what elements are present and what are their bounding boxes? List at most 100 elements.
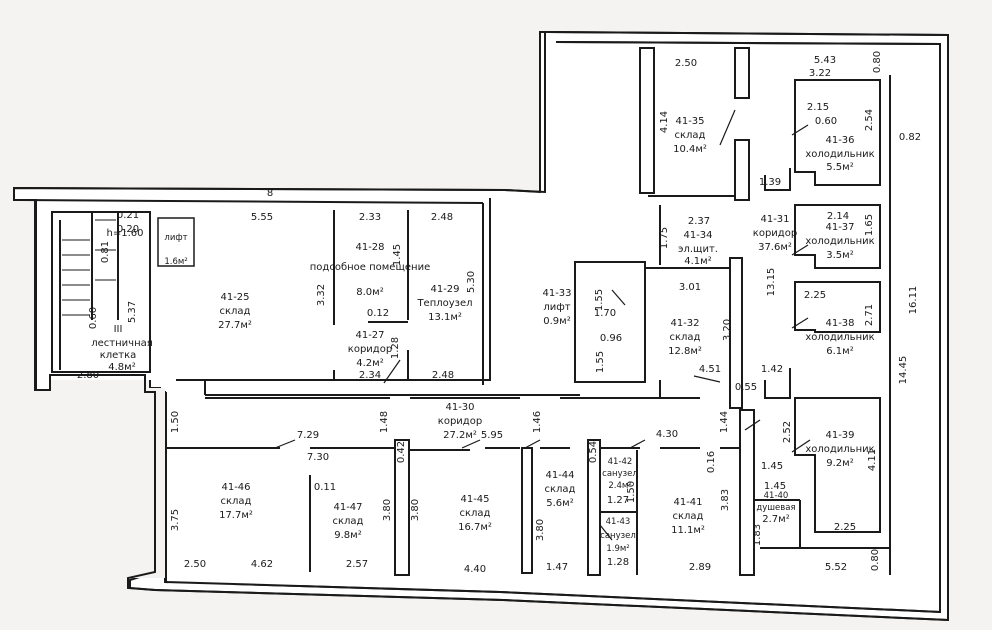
room-41-27-name: коридор xyxy=(348,344,392,355)
dim: 1.50 xyxy=(170,411,181,433)
room-41-40-id: 41-40 xyxy=(764,491,789,501)
room-41-41-area: 11.1м² xyxy=(671,525,705,536)
room-41-38-area: 6.1м² xyxy=(826,346,853,357)
dimensions: 5.43 0.80 3.22 2.50 4.14 2.15 0.60 2.54 … xyxy=(77,51,921,575)
room-41-39-name: холодильник xyxy=(805,444,874,455)
dim: 2.15 xyxy=(807,102,829,113)
room-41-46-name: склад xyxy=(221,496,252,507)
dim: 1.47 xyxy=(546,562,568,573)
dim: 4.40 xyxy=(464,564,486,575)
small-lift-line2: 1.6м² xyxy=(164,257,187,267)
stairwell: III лестничная клетка 4.8м² h=1.60 xyxy=(51,211,153,373)
room-41-34-name: эл.щит. xyxy=(678,244,718,255)
dim: 3.80 xyxy=(382,499,393,521)
outer-frame xyxy=(13,31,949,622)
dim: 1.48 xyxy=(379,411,390,433)
room-41-42-area: 2.4м² xyxy=(608,481,631,491)
stair-height: h=1.60 xyxy=(107,228,144,239)
dim: 0.81 xyxy=(100,241,111,263)
room-41-36-area: 5.5м² xyxy=(826,162,853,173)
dim: 1.70 xyxy=(594,308,616,319)
dim: 5.37 xyxy=(127,301,138,323)
dim: 0.12 xyxy=(367,308,389,319)
room-41-37-name: холодильник xyxy=(805,236,874,247)
dim: 0.16 xyxy=(706,451,717,473)
stair-name-line1: лестничная xyxy=(91,338,153,349)
dim: 1.55 xyxy=(595,351,606,373)
dim: 1.27 xyxy=(607,495,629,506)
room-41-31-name: коридор xyxy=(753,228,797,239)
dim: 3.22 xyxy=(809,68,831,79)
dim: 2.25 xyxy=(804,290,826,301)
dim: 0.60 xyxy=(815,116,837,127)
room-41-30-id: 41-30 xyxy=(445,402,474,413)
room-41-33-name: лифт xyxy=(543,302,570,313)
dim: 2.37 xyxy=(688,216,710,227)
stair-name-line2: клетка xyxy=(100,350,137,361)
room-41-43-id: 41-43 xyxy=(606,517,631,527)
dim: 0.11 xyxy=(314,482,336,493)
room-41-38-name: холодильник xyxy=(805,332,874,343)
room-41-41-name: склад xyxy=(673,511,704,522)
dim: 3.20 xyxy=(722,319,733,341)
room-41-31-area: 37.6м² xyxy=(758,242,792,253)
dim: 1.55 xyxy=(594,289,605,311)
room-41-25-id: 41-25 xyxy=(220,292,249,303)
room-41-42-id: 41-42 xyxy=(608,457,633,467)
room-41-31-id: 41-31 xyxy=(760,214,789,225)
room-41-46-area: 17.7м² xyxy=(219,510,253,521)
room-41-33-id: 41-33 xyxy=(542,288,571,299)
dim: 5.30 xyxy=(466,271,477,293)
dim: 3.80 xyxy=(535,519,546,541)
dim: 2.34 xyxy=(359,370,381,381)
dim: 4.11 xyxy=(867,449,878,471)
dim: 1.44 xyxy=(719,411,730,433)
room-41-29-id: 41-29 xyxy=(430,284,459,295)
room-41-30-name: коридор xyxy=(438,416,482,427)
dim: 2.71 xyxy=(864,304,875,326)
room-41-27-id: 41-27 xyxy=(355,330,384,341)
dim: 1.28 xyxy=(607,557,629,568)
room-41-32-area: 12.8м² xyxy=(668,346,702,357)
room-41-44-area: 5.6м² xyxy=(546,498,573,509)
room-41-40-area: 2.7м² xyxy=(762,514,789,525)
dim: 4.62 xyxy=(251,559,273,570)
doors xyxy=(274,109,811,541)
room-41-40-name: душевая xyxy=(756,503,795,513)
room-41-42-name: санузел xyxy=(602,469,638,479)
dim: 2.89 xyxy=(689,562,711,573)
dim: 2.57 xyxy=(346,559,368,570)
dim: 1.42 xyxy=(761,364,783,375)
room-41-37-area: 3.5м² xyxy=(826,250,853,261)
dim: 2.14 xyxy=(827,211,849,222)
dim: 4.51 xyxy=(699,364,721,375)
dim: 2.48 xyxy=(432,370,454,381)
dim: 1.50 xyxy=(626,481,637,503)
dim: 2.54 xyxy=(864,109,875,131)
dim: 0.21 xyxy=(117,210,139,221)
room-41-36-name: холодильник xyxy=(805,149,874,160)
dim: 0.55 xyxy=(735,382,757,393)
dim: 2.48 xyxy=(431,212,453,223)
dim: 1.45 xyxy=(761,461,783,472)
room-41-47-id: 41-47 xyxy=(333,502,362,513)
room-41-28-area: 8.0м² xyxy=(356,287,383,298)
room-41-47-area: 9.8м² xyxy=(334,530,361,541)
dim: 1.45 xyxy=(392,244,403,266)
room-41-28-id: 41-28 xyxy=(355,242,384,253)
dim: 8 xyxy=(267,188,273,199)
room-41-45-name: склад xyxy=(460,508,491,519)
dim: 4.14 xyxy=(659,111,670,133)
dim: 0.82 xyxy=(899,132,921,143)
room-41-29-name: Теплоузел xyxy=(416,298,472,309)
room-41-35-area: 10.4м² xyxy=(673,144,707,155)
dim: 13.15 xyxy=(766,268,777,297)
interior-walls xyxy=(166,47,891,576)
dim: 5.95 xyxy=(481,430,503,441)
dim: 3.80 xyxy=(410,499,421,521)
room-41-25-area: 27.7м² xyxy=(218,320,252,331)
dim: 4.30 xyxy=(656,429,678,440)
room-41-28-name: подсобное помещение xyxy=(310,262,430,273)
room-41-39-area: 9.2м² xyxy=(826,458,853,469)
